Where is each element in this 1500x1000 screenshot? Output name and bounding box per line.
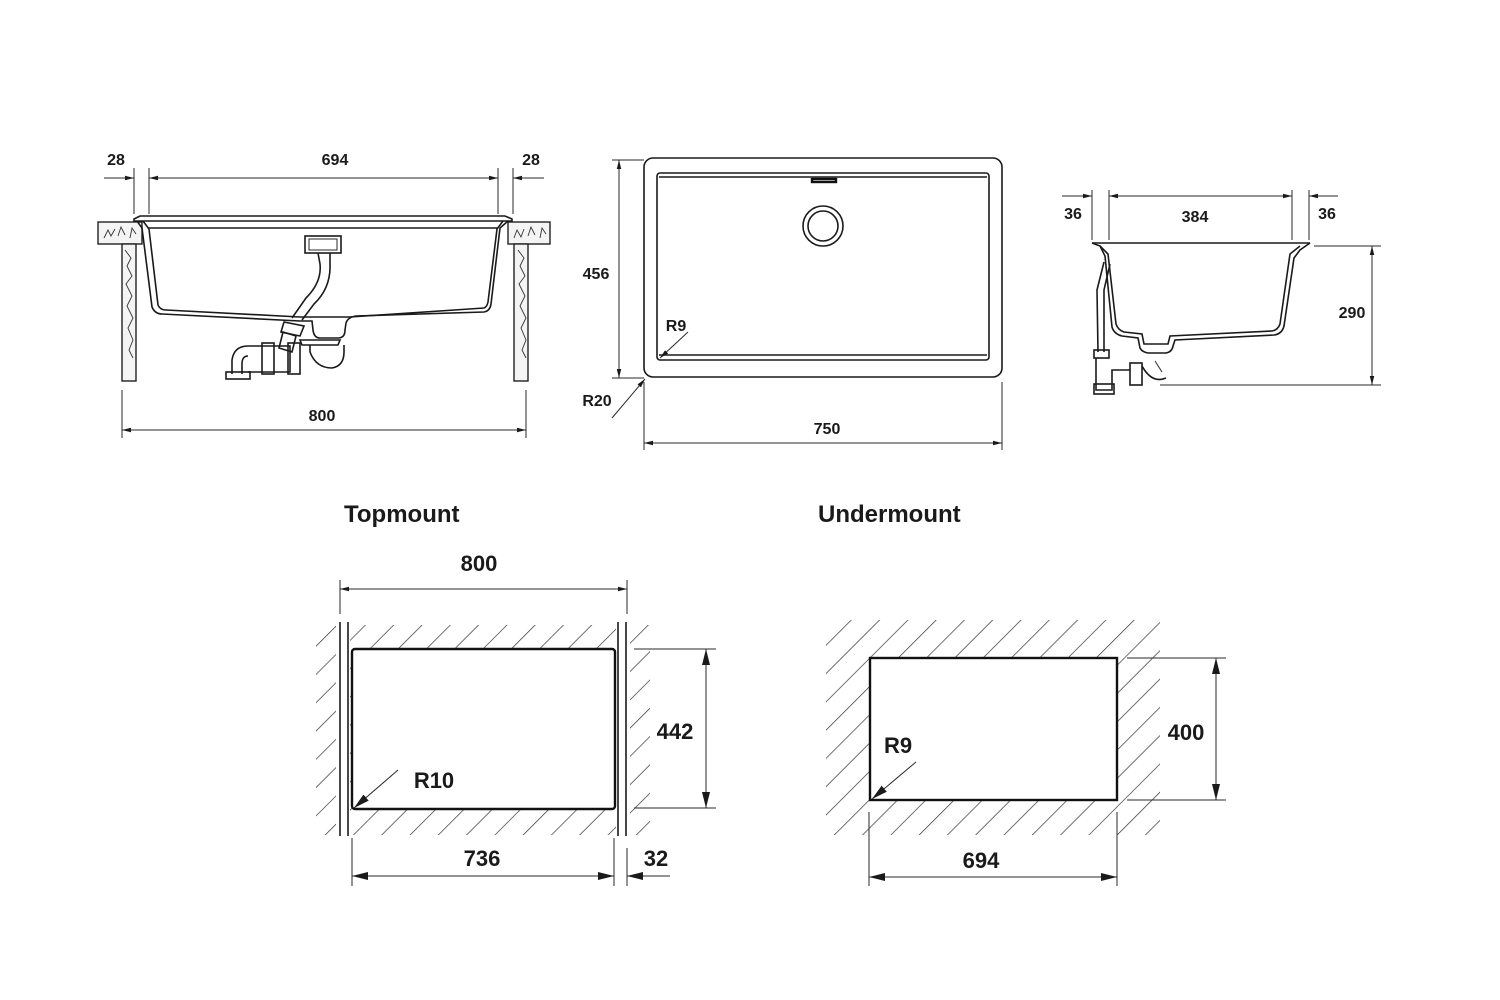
sink-body-front xyxy=(133,215,513,380)
topmount-title: Topmount xyxy=(344,501,460,528)
countertop-right xyxy=(507,221,551,382)
sink-outer-rim xyxy=(643,157,1003,378)
overflow-slot xyxy=(810,177,838,184)
undermount-dim-corner-radius: R9 xyxy=(884,733,912,758)
drain-hole-outer xyxy=(802,205,844,247)
dim-side-height: 290 xyxy=(1339,305,1366,322)
topmount-cutout-diagram: Topmount 800 442 R10 736 32 xyxy=(316,501,716,886)
topmount-dim-cutout-width: 736 xyxy=(464,846,501,871)
undermount-cutout-diagram: Undermount 400 R9 694 xyxy=(818,501,1226,886)
side-section-view: 36 384 36 290 xyxy=(1062,190,1381,395)
topmount-hatch-area xyxy=(316,625,650,835)
undermount-title: Undermount xyxy=(818,501,961,528)
front-dim-lines xyxy=(104,168,544,438)
front-elevation-view: 28 694 28 800 xyxy=(97,152,551,438)
side-dim-lines xyxy=(1062,190,1381,386)
topmount-dim-margin: 32 xyxy=(644,846,668,871)
sink-bowl-edge xyxy=(656,172,990,361)
topmount-dim-overall-width: 800 xyxy=(461,551,498,576)
dim-inner-radius: R9 xyxy=(666,318,687,335)
topmount-cutout-outline xyxy=(350,647,617,811)
dim-side-left-flange: 36 xyxy=(1064,206,1082,223)
dim-left-flange: 28 xyxy=(107,152,125,169)
dim-outer-radius: R20 xyxy=(582,393,611,410)
dim-right-flange: 28 xyxy=(522,152,540,169)
dim-sink-height: 456 xyxy=(583,266,610,283)
undermount-cutout-outline xyxy=(868,656,1119,802)
countertop-left xyxy=(97,221,143,382)
undermount-dim-cutout-width: 694 xyxy=(963,848,1000,873)
topmount-dim-height: 442 xyxy=(657,719,694,744)
top-plan-view: 456 750 R9 R20 xyxy=(582,157,1003,450)
dim-overall-width: 800 xyxy=(309,408,336,425)
topmount-dim-corner-radius: R10 xyxy=(414,768,454,793)
undermount-hatch-area xyxy=(826,620,1160,835)
dim-inner-width: 694 xyxy=(322,152,349,169)
dim-side-right-flange: 36 xyxy=(1318,206,1336,223)
drain-hole-inner xyxy=(807,210,839,242)
dim-side-inner-depth: 384 xyxy=(1182,209,1209,226)
undermount-dim-height: 400 xyxy=(1168,720,1205,745)
dim-sink-width: 750 xyxy=(814,421,841,438)
top-dim-lines xyxy=(611,159,1003,450)
